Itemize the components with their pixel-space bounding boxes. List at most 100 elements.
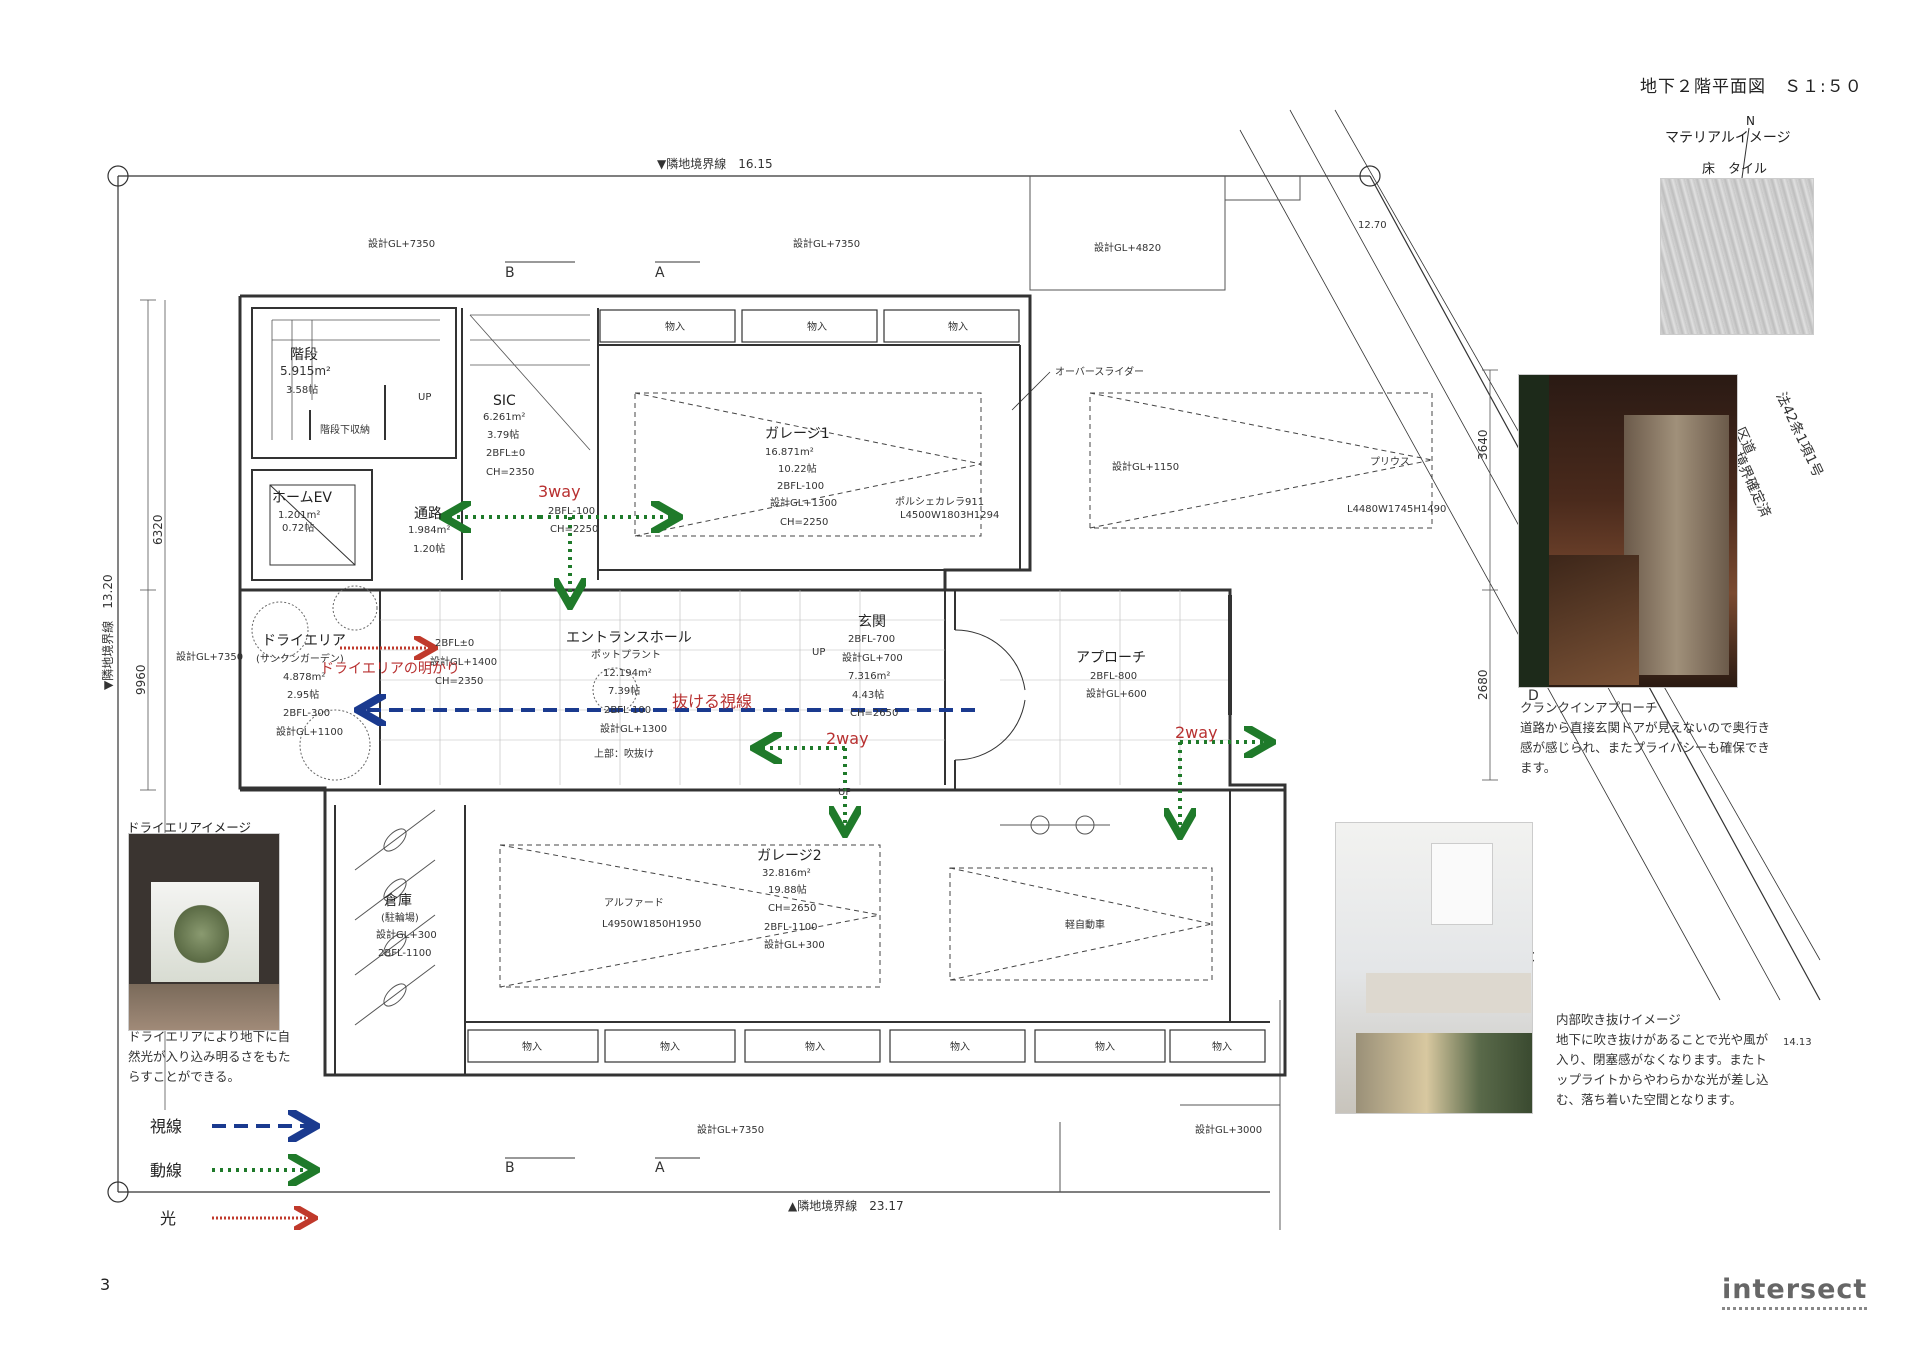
- garage2-car2: 軽自動車: [1065, 918, 1105, 931]
- annotation-2way-b: 2way: [1175, 723, 1218, 742]
- storage-4: 物入: [522, 1040, 542, 1053]
- garage1-car-size: L4500W1803H1294: [900, 510, 999, 521]
- storage-2: 物入: [807, 320, 827, 333]
- section-a-bottom: A: [655, 1160, 665, 1176]
- interior-void-image: [1335, 822, 1533, 1114]
- garage2-area: 32.816m²: [762, 868, 811, 879]
- boundary-left: ▼隣地境界線 13.20: [100, 574, 115, 690]
- hall-fl: 2BFL-100: [604, 705, 651, 716]
- material-tile-image: [1660, 178, 1814, 335]
- hall-ch: CH=2350: [435, 676, 483, 687]
- stairs-name: 階段: [290, 347, 318, 363]
- storage-7: 物入: [950, 1040, 970, 1053]
- over-slider-label: オーバースライダー: [1055, 365, 1144, 378]
- void-caption: 内部吹き抜けイメージ 地下に吹き抜けがあることで光や風が入り、閉塞感がなくなりま…: [1556, 1010, 1776, 1110]
- warehouse-gl: 設計GL+300: [376, 928, 437, 941]
- passage-area: 1.984m²: [408, 525, 450, 536]
- legend-light: 光: [160, 1209, 176, 1228]
- stairs-up: UP: [418, 392, 431, 403]
- dry-area-image: [128, 833, 280, 1031]
- section-d: D: [1528, 688, 1539, 704]
- garage1-ch: CH=2250: [780, 517, 828, 528]
- stairs-area: 5.915m²: [280, 364, 331, 378]
- warehouse-fl: 2BFL-1100: [378, 948, 431, 959]
- hall-area: 12.194m²: [603, 668, 652, 679]
- hall-fl2: 2BFL±0: [435, 638, 474, 649]
- gl-top-mid: 設計GL+7350: [793, 237, 860, 250]
- garage2-car: アルファード: [604, 898, 664, 909]
- annotation-light: ドライエリアの明かり: [320, 661, 460, 677]
- garage1-area: 16.871m²: [765, 447, 814, 458]
- storage-8: 物入: [1095, 1040, 1115, 1053]
- sheet-title: 地下２階平面図 Ｓ１:５０: [1640, 77, 1863, 97]
- gl-bottom-right: 設計GL+3000: [1195, 1123, 1262, 1136]
- sic-tatami: 3.79帖: [487, 428, 519, 441]
- garage2-ch: CH=2650: [768, 903, 816, 914]
- entry-gl: 設計GL+700: [842, 651, 903, 664]
- dry-area-sub: (サンクンガーデン): [256, 652, 344, 665]
- garage1-name: ガレージ1: [765, 426, 830, 442]
- garage2-tatami: 19.88帖: [768, 883, 807, 896]
- entry-area: 7.316m²: [848, 671, 890, 682]
- stairs-tatami: 3.58帖: [286, 383, 318, 396]
- boundary-bottom: ▲隣地境界線 23.17: [788, 1198, 904, 1213]
- garage2-gl: 設計GL+300: [764, 938, 825, 951]
- entry-name: 玄関: [858, 613, 886, 630]
- section-b-bottom: B: [505, 1160, 515, 1176]
- garage2-fl: 2BFL-1100: [764, 922, 817, 933]
- dry-area-fl: 2BFL-300: [283, 708, 330, 719]
- crank-title: クランクインアプローチ: [1520, 700, 1658, 715]
- annotation-sight: 抜ける視線: [672, 692, 752, 711]
- approach-name: アプローチ: [1076, 650, 1146, 666]
- prius-name: プリウス: [1370, 456, 1410, 468]
- storage-9: 物入: [1212, 1040, 1232, 1053]
- dry-area-tatami: 2.95帖: [287, 688, 319, 701]
- brand-logo: intersect: [1722, 1274, 1868, 1310]
- building-walls: [238, 294, 1287, 1077]
- warehouse-sub: (駐輪場): [381, 911, 419, 924]
- passage-tatami: 1.20帖: [413, 542, 445, 555]
- passage-name: 通路: [414, 506, 442, 522]
- garage1-tatami: 10.22帖: [778, 462, 817, 475]
- legend-flow: 動線: [150, 1161, 182, 1180]
- dry-area-gl: 設計GL+1100: [276, 725, 343, 738]
- road-label-1: 法42条1項1号: [1772, 390, 1826, 480]
- page-number: 3: [100, 1275, 111, 1294]
- material-title: マテリアルイメージ: [1665, 130, 1791, 146]
- prius-size: L4480W1745H1490: [1347, 504, 1446, 515]
- crank-caption: クランクインアプローチ 道路から直接玄関ドアが見えないので奥行き感が感じられ、ま…: [1520, 698, 1780, 778]
- approach-fl: 2BFL-800: [1090, 671, 1137, 682]
- legend-sight: 視線: [150, 1117, 182, 1136]
- stairs-note: 階段下収納: [320, 423, 370, 436]
- gl-parking: 設計GL+1150: [1112, 460, 1179, 473]
- ev-area: 1.201m²: [278, 510, 320, 521]
- material-sub: 床 タイル: [1702, 162, 1768, 177]
- section-a-top: A: [655, 265, 665, 281]
- dim-3640: 3640: [1476, 429, 1490, 460]
- dim-9960: 9960: [134, 664, 148, 695]
- storage-1: 物入: [665, 320, 685, 333]
- gl-left: 設計GL+7350: [176, 650, 243, 663]
- gl-bottom: 設計GL+7350: [697, 1123, 764, 1136]
- ev-name: ホームEV: [272, 490, 332, 506]
- section-b-top: B: [505, 265, 515, 281]
- garage2-name: ガレージ2: [757, 848, 822, 864]
- storage-6: 物入: [805, 1040, 825, 1053]
- sic-ch: CH=2350: [486, 467, 534, 478]
- crank-approach-image: [1518, 374, 1738, 688]
- gl-top-left: 設計GL+7350: [368, 237, 435, 250]
- garage2-up: UP: [838, 787, 851, 798]
- garage1-gl: 設計GL+1300: [770, 496, 837, 509]
- hall-sub: ポットプラント: [591, 649, 661, 661]
- warehouse-name: 倉庫: [384, 892, 412, 909]
- dry-area-area: 4.878m²: [283, 672, 325, 683]
- garage2-car-size: L4950W1850H1950: [602, 919, 701, 930]
- passage-ch: CH=2250: [550, 524, 598, 535]
- dim-2680: 2680: [1476, 669, 1490, 700]
- entry-fl: 2BFL-700: [848, 634, 895, 645]
- approach-gl: 設計GL+600: [1086, 687, 1147, 700]
- north-label: N: [1746, 114, 1755, 128]
- storage-3: 物入: [948, 320, 968, 333]
- hall-gl2: 設計GL+1400: [430, 655, 497, 668]
